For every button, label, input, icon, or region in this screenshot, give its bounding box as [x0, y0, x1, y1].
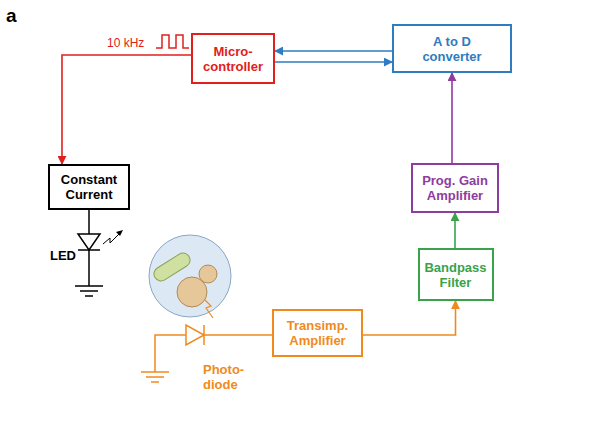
process-box: Bandpass Filter [418, 248, 494, 301]
connector-arrow [454, 213, 456, 248]
light-ray [205, 300, 213, 318]
box-label: Bandpass Filter [424, 260, 488, 290]
process-box: Transimp. Amplifier [272, 309, 363, 357]
ground-symbol [75, 286, 103, 296]
signal-label: 10 kHz [107, 36, 144, 51]
panel-label: a [6, 8, 17, 23]
photodiode-bar [203, 325, 205, 345]
light-ray-head [116, 230, 123, 236]
box-label: A to D converter [411, 34, 493, 64]
box-label: Constant Current [54, 172, 124, 202]
light-ray [103, 233, 120, 244]
box-label: Micro- controller [197, 44, 269, 74]
ground-symbol [141, 372, 169, 382]
sample-well [149, 235, 231, 317]
process-box: A to D converter [392, 24, 512, 73]
led-bar [78, 249, 100, 251]
process-box: Micro- controller [191, 33, 275, 84]
connector-arrow [363, 301, 456, 335]
box-label: Prog. Gain Amplifier [417, 173, 493, 203]
process-box: Constant Current [48, 164, 130, 210]
part-label: Photo- diode [203, 362, 249, 392]
connector-arrow [451, 73, 453, 163]
part-label: LED [50, 248, 76, 263]
box-label: Transimp. Amplifier [279, 318, 357, 348]
square-wave [156, 35, 189, 48]
photodiode-symbol [186, 325, 204, 345]
connector-arrow [275, 61, 392, 63]
connector-arrow [275, 50, 392, 52]
led-symbol [78, 234, 100, 250]
connector-arrow [62, 55, 191, 164]
process-box: Prog. Gain Amplifier [411, 163, 499, 213]
yeast-bud [199, 265, 217, 283]
